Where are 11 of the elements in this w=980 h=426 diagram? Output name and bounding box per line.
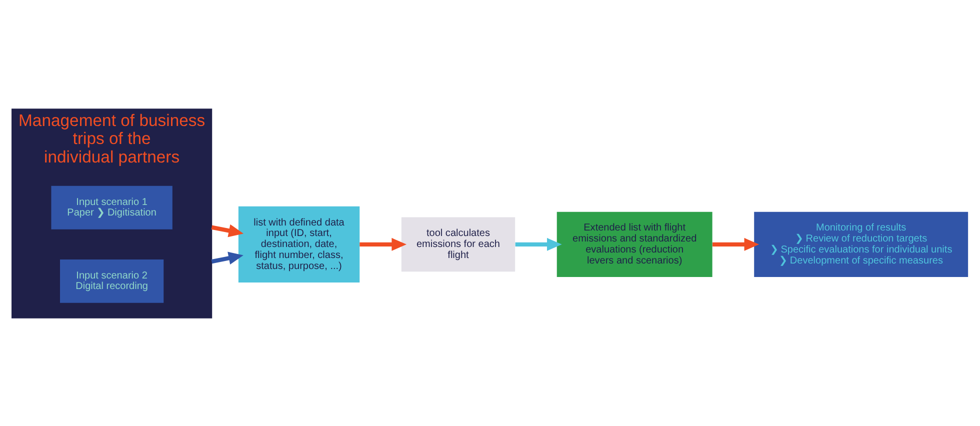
node-box: Monitoring of results ❯ Review of reduction targets ❯ Specific evaluations for individual units ❯ Development of specific measures (754, 211, 968, 277)
node-box: tool calculates emissions for each flight (401, 216, 516, 272)
node-box: Input scenario 2 Digital recording (60, 258, 164, 302)
arrow (712, 237, 760, 250)
node-box: list with defined data input (ID, start, destination, date, flight number, class, status, purpose, ...) (238, 206, 360, 282)
arrow (360, 237, 407, 250)
arrow (211, 251, 244, 264)
arrow (211, 224, 244, 237)
node-box: Extended list with flight emissions and standardized evaluations (reduction levers and scenarios) (556, 211, 712, 277)
arrow (515, 237, 562, 250)
node-box: Input scenario 1 Paper ❯ Digitisation (51, 185, 172, 229)
